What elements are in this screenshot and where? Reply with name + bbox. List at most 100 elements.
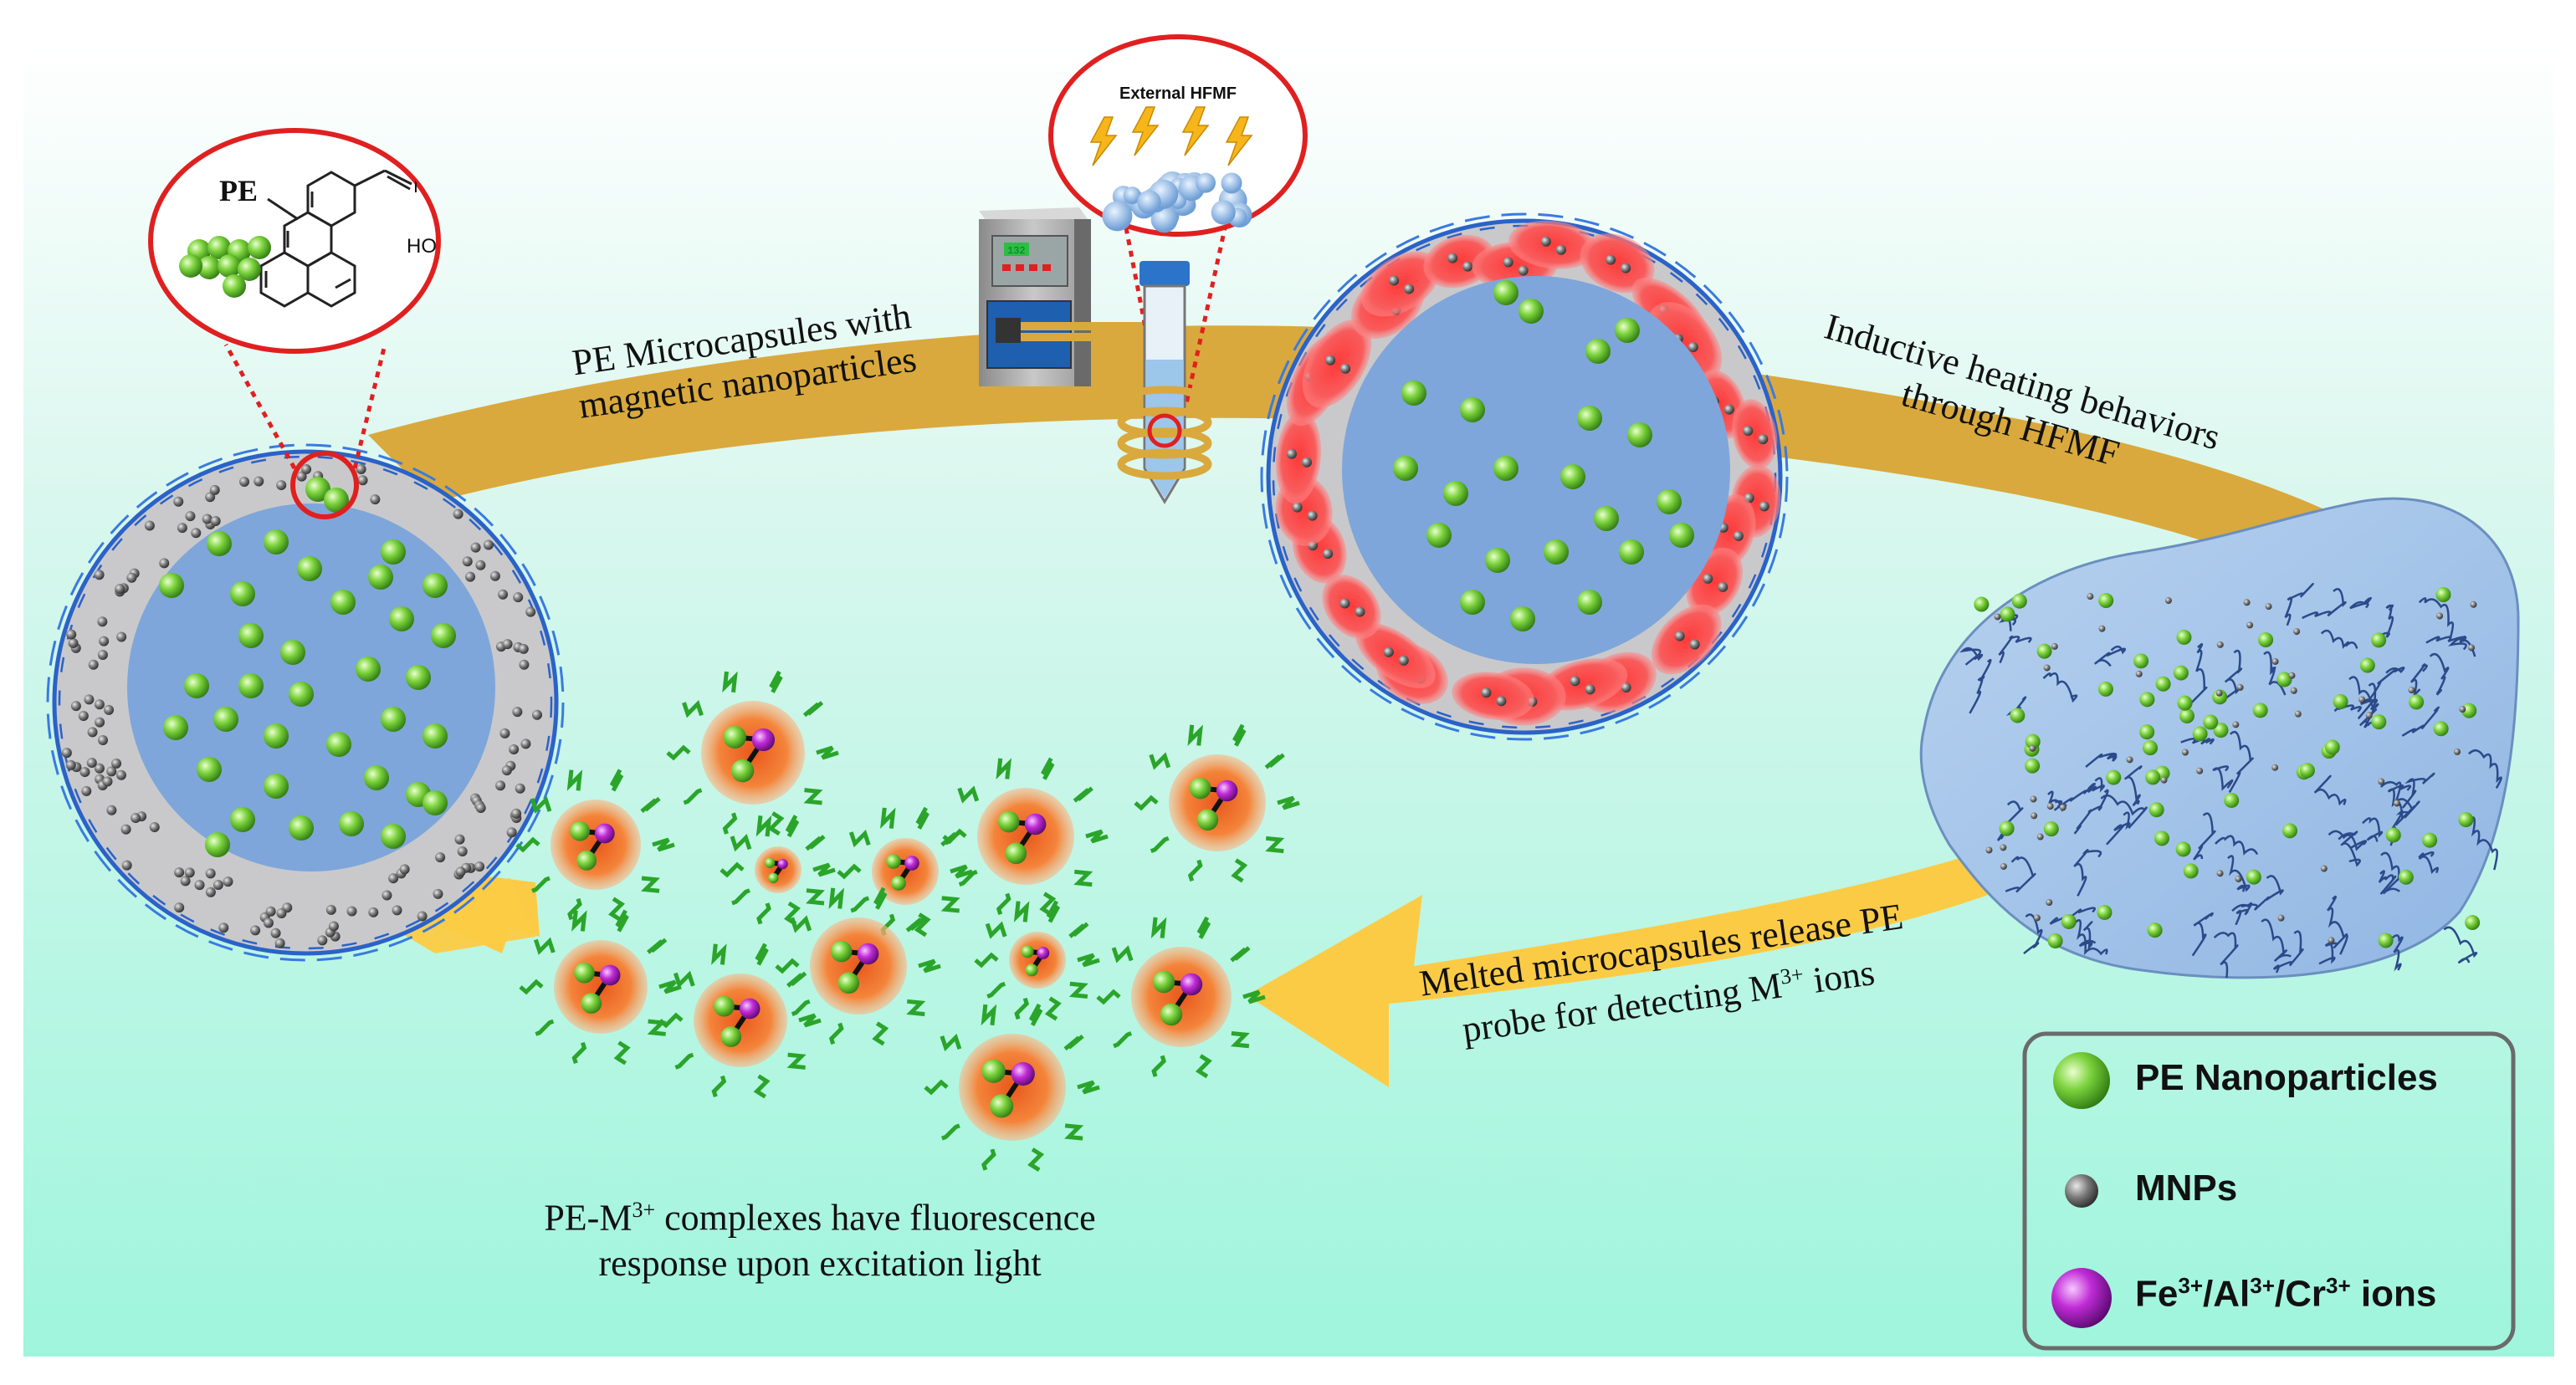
pe-nanoparticle	[1160, 1003, 1183, 1026]
polymer-fiber	[2180, 738, 2215, 745]
pe-nanoparticle	[2139, 724, 2155, 740]
pe-nanoparticle	[2378, 933, 2394, 948]
fluorescence-ray	[1073, 786, 1093, 803]
fluorescence-ray	[915, 806, 930, 830]
mnp-particle	[1723, 404, 1734, 415]
pe-nanoparticle	[2147, 922, 2163, 938]
mnp-particle	[159, 558, 170, 569]
pe-nanoparticle	[2173, 665, 2189, 681]
zoom-pe-nanoparticles	[179, 236, 271, 298]
pe-nanoparticle	[205, 832, 230, 857]
polymer-fiber	[2212, 765, 2234, 791]
polymer-fiber	[2328, 830, 2368, 851]
pe-nanoparticle	[2324, 739, 2340, 755]
mnp-particle	[104, 704, 115, 715]
fluorescence-ray	[802, 701, 824, 718]
fluorescence-ray	[1013, 901, 1030, 922]
mnp-particle	[1994, 613, 2001, 621]
pe-nanoparticle	[356, 657, 381, 682]
zoom-line	[1179, 166, 1241, 427]
pe-nanoparticle	[981, 1059, 1006, 1083]
heat-spot	[1508, 220, 1597, 269]
pe-nanoparticle	[2179, 708, 2194, 723]
magnetic-bubble	[1196, 172, 1216, 193]
pe-nanoparticle	[2359, 657, 2375, 673]
fluorescence-ray	[1134, 795, 1159, 811]
pe-nanoparticle	[2371, 632, 2387, 648]
fluorescence-ray	[666, 744, 691, 761]
fluorescence-ray	[767, 811, 785, 836]
lightning-bolt-icon	[1181, 106, 1210, 156]
pe-nanoparticle	[223, 274, 246, 298]
polymer-fiber	[2215, 835, 2259, 856]
mnp-particle	[61, 748, 72, 759]
mnp-particle	[191, 528, 202, 539]
pe-nanoparticle	[207, 531, 232, 556]
polymer-fiber	[2284, 583, 2314, 626]
mnp-particle	[65, 759, 76, 770]
fluorescence-ray	[942, 828, 967, 845]
magnetic-bubble	[1102, 201, 1133, 232]
pe-nanoparticle	[830, 940, 853, 963]
fluorescence-ray	[652, 837, 675, 852]
fluorescence-ray	[1242, 989, 1266, 1004]
fluorescence-ray	[566, 769, 583, 791]
pe-nanoparticle	[218, 254, 241, 278]
mnp-particle	[455, 866, 466, 877]
zoom-target-circle	[290, 451, 359, 519]
pe-nanoparticle	[2371, 714, 2387, 730]
fluorescence-ray	[1085, 829, 1109, 844]
metal-ion	[904, 856, 919, 871]
mnp-particle	[2135, 670, 2143, 677]
metal-ion	[777, 858, 788, 870]
pe-m3-complex	[942, 757, 1109, 917]
fluorescence-ray	[731, 888, 750, 906]
mnp-particle	[1555, 244, 1566, 255]
mnp-particle	[2051, 642, 2058, 650]
heat-spot	[1355, 622, 1436, 688]
polymer-fiber	[2320, 629, 2358, 649]
pe-nanoparticle	[2246, 869, 2261, 885]
pe-nanoparticle	[1189, 777, 1211, 800]
mnp-particle	[2000, 844, 2007, 851]
legend-box	[2022, 1031, 2516, 1351]
legend-ion-al-charge: 3+	[2250, 1273, 2275, 1298]
polymer-fiber	[2085, 752, 2118, 768]
mnp-particle	[2246, 621, 2254, 629]
mnp-particle	[2036, 833, 2044, 841]
mnp-particle	[2243, 599, 2251, 606]
mnp-particle	[1743, 426, 1754, 437]
mnp-particle	[1339, 598, 1350, 609]
pe-nanoparticle	[324, 488, 349, 513]
pe-nanoparticle	[2148, 802, 2164, 818]
pe-nanoparticle	[2203, 714, 2219, 730]
mnp-particle	[474, 861, 485, 872]
heat-spot	[1651, 604, 1722, 675]
pe-nanoparticle	[2010, 708, 2025, 723]
fluorescence-ray	[1068, 981, 1088, 999]
mnp-particle	[433, 888, 443, 899]
fluorescence-ray	[786, 1052, 807, 1070]
fluorescence-ray	[567, 897, 582, 921]
fluorescence-ray	[996, 892, 1011, 915]
pe-m3-complex	[775, 887, 941, 1046]
heat-spots	[1275, 220, 1781, 726]
pe-nanoparticle	[2299, 763, 2315, 779]
mnp-particle	[2160, 776, 2168, 784]
mnp-particle	[453, 509, 463, 519]
mnp-particle	[489, 570, 500, 581]
mnp-particle	[2232, 721, 2240, 728]
pe-nanoparticle	[2422, 832, 2438, 848]
mnp-particle	[1355, 606, 1365, 617]
mnp-particle	[177, 523, 187, 534]
pe-nanoparticle	[2000, 606, 2015, 622]
mnp-particle	[296, 471, 307, 482]
test-tube-with-coil	[1117, 261, 1212, 504]
pe-nanoparticle	[1544, 539, 1569, 565]
mnp-particle	[97, 616, 108, 627]
mnp-particle	[102, 776, 113, 787]
polymer-fiber	[2272, 930, 2304, 974]
pe-nanoparticle	[2183, 863, 2199, 879]
fluorescence-ray	[530, 795, 552, 815]
mnp-particle	[525, 606, 536, 617]
